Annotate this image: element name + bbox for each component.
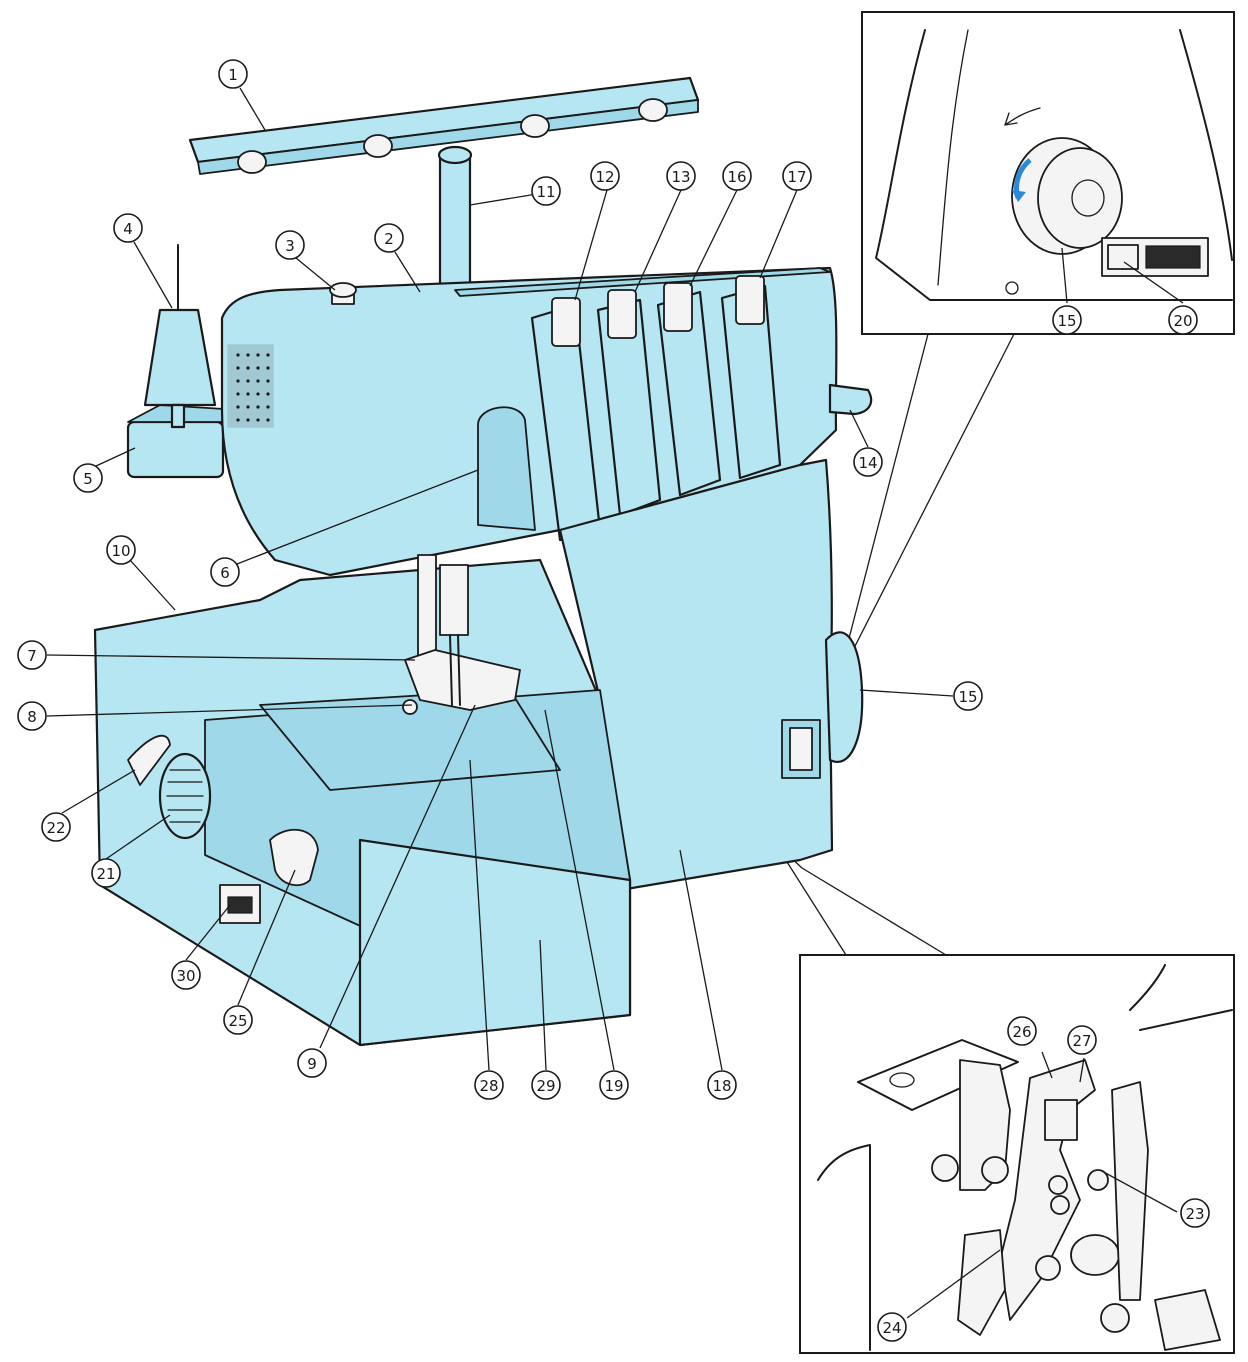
callout-29: 29 — [531, 1070, 561, 1100]
callout-number: 1 — [228, 66, 238, 84]
callout-15: 15 — [953, 681, 983, 711]
callout-23: 23 — [1180, 1198, 1210, 1228]
callout-15: 15 — [1052, 305, 1082, 335]
callout-11: 11 — [531, 176, 561, 206]
callout-number: 26 — [1012, 1023, 1031, 1041]
callout-25: 25 — [223, 1005, 253, 1035]
callout-circle — [113, 213, 143, 243]
callout-2: 2 — [374, 223, 404, 253]
callout-22: 22 — [41, 812, 71, 842]
callout-18: 18 — [707, 1070, 737, 1100]
callout-10: 10 — [106, 535, 136, 565]
callout-24: 24 — [877, 1312, 907, 1342]
callout-circle — [106, 535, 136, 565]
callout-number: 22 — [46, 819, 65, 837]
overlocker-machine — [46, 76, 954, 1071]
callout-circle — [210, 557, 240, 587]
callout-number: 19 — [604, 1077, 623, 1095]
callout-21: 21 — [91, 858, 121, 888]
callout-number: 14 — [858, 454, 877, 472]
callout-circle — [1180, 1198, 1210, 1228]
callout-4: 4 — [113, 213, 143, 243]
callout-circle — [17, 640, 47, 670]
callout-number: 5 — [83, 470, 93, 488]
callout-6: 6 — [210, 557, 240, 587]
callout-number: 21 — [96, 865, 115, 883]
callout-12: 12 — [590, 161, 620, 191]
callout-circle — [1052, 305, 1082, 335]
callout-circle — [1067, 1025, 1097, 1055]
callout-circle — [590, 161, 620, 191]
callout-circle — [91, 858, 121, 888]
callout-circle — [531, 1070, 561, 1100]
callout-13: 13 — [666, 161, 696, 191]
callout-number: 24 — [882, 1319, 901, 1337]
callout-number: 2 — [384, 230, 394, 248]
callout-circle — [531, 176, 561, 206]
callout-28: 28 — [474, 1070, 504, 1100]
callout-number: 3 — [285, 237, 295, 255]
callout-circle — [722, 161, 752, 191]
callout-circle — [1007, 1016, 1037, 1046]
callout-circle — [374, 223, 404, 253]
callout-5: 5 — [73, 463, 103, 493]
callout-number: 18 — [712, 1077, 731, 1095]
callout-27: 27 — [1067, 1025, 1097, 1055]
callout-8: 8 — [17, 701, 47, 731]
callout-circle — [17, 701, 47, 731]
callout-circle — [297, 1048, 327, 1078]
callout-20: 20 — [1168, 305, 1198, 335]
callout-1: 1 — [218, 59, 248, 89]
callout-9: 9 — [297, 1048, 327, 1078]
callout-14: 14 — [853, 447, 883, 477]
callout-number: 10 — [111, 542, 130, 560]
callout-26: 26 — [1007, 1016, 1037, 1046]
callout-3: 3 — [275, 230, 305, 260]
callout-circle — [853, 447, 883, 477]
callout-30: 30 — [171, 960, 201, 990]
callout-number: 8 — [27, 708, 37, 726]
callout-circle — [1168, 305, 1198, 335]
callout-number: 15 — [1057, 312, 1076, 330]
callout-number: 16 — [727, 168, 746, 186]
callout-number: 4 — [123, 220, 133, 238]
callout-number: 20 — [1173, 312, 1192, 330]
callout-number: 23 — [1185, 1205, 1204, 1223]
callout-number: 29 — [536, 1077, 555, 1095]
callout-number: 12 — [595, 168, 614, 186]
callout-number: 9 — [307, 1055, 317, 1073]
callout-circle — [474, 1070, 504, 1100]
callout-circle — [218, 59, 248, 89]
callout-circle — [877, 1312, 907, 1342]
callout-number: 27 — [1072, 1032, 1091, 1050]
callout-circle — [666, 161, 696, 191]
callout-circle — [599, 1070, 629, 1100]
callout-number: 6 — [220, 564, 230, 582]
callout-circle — [73, 463, 103, 493]
callout-19: 19 — [599, 1070, 629, 1100]
inset-looper-area — [799, 954, 1235, 1354]
callout-circle — [707, 1070, 737, 1100]
callout-number: 13 — [671, 168, 690, 186]
inset-handwheel — [861, 11, 1235, 335]
callout-7: 7 — [17, 640, 47, 670]
callout-number: 28 — [479, 1077, 498, 1095]
callout-17: 17 — [782, 161, 812, 191]
callout-circle — [782, 161, 812, 191]
callout-circle — [223, 1005, 253, 1035]
callout-number: 11 — [536, 183, 555, 201]
callout-circle — [953, 681, 983, 711]
callout-number: 30 — [176, 967, 195, 985]
callout-number: 17 — [787, 168, 806, 186]
callout-number: 15 — [958, 688, 977, 706]
callout-16: 16 — [722, 161, 752, 191]
callout-number: 7 — [27, 647, 37, 665]
callout-circle — [171, 960, 201, 990]
callout-circle — [275, 230, 305, 260]
callout-circle — [41, 812, 71, 842]
callout-number: 25 — [228, 1012, 247, 1030]
